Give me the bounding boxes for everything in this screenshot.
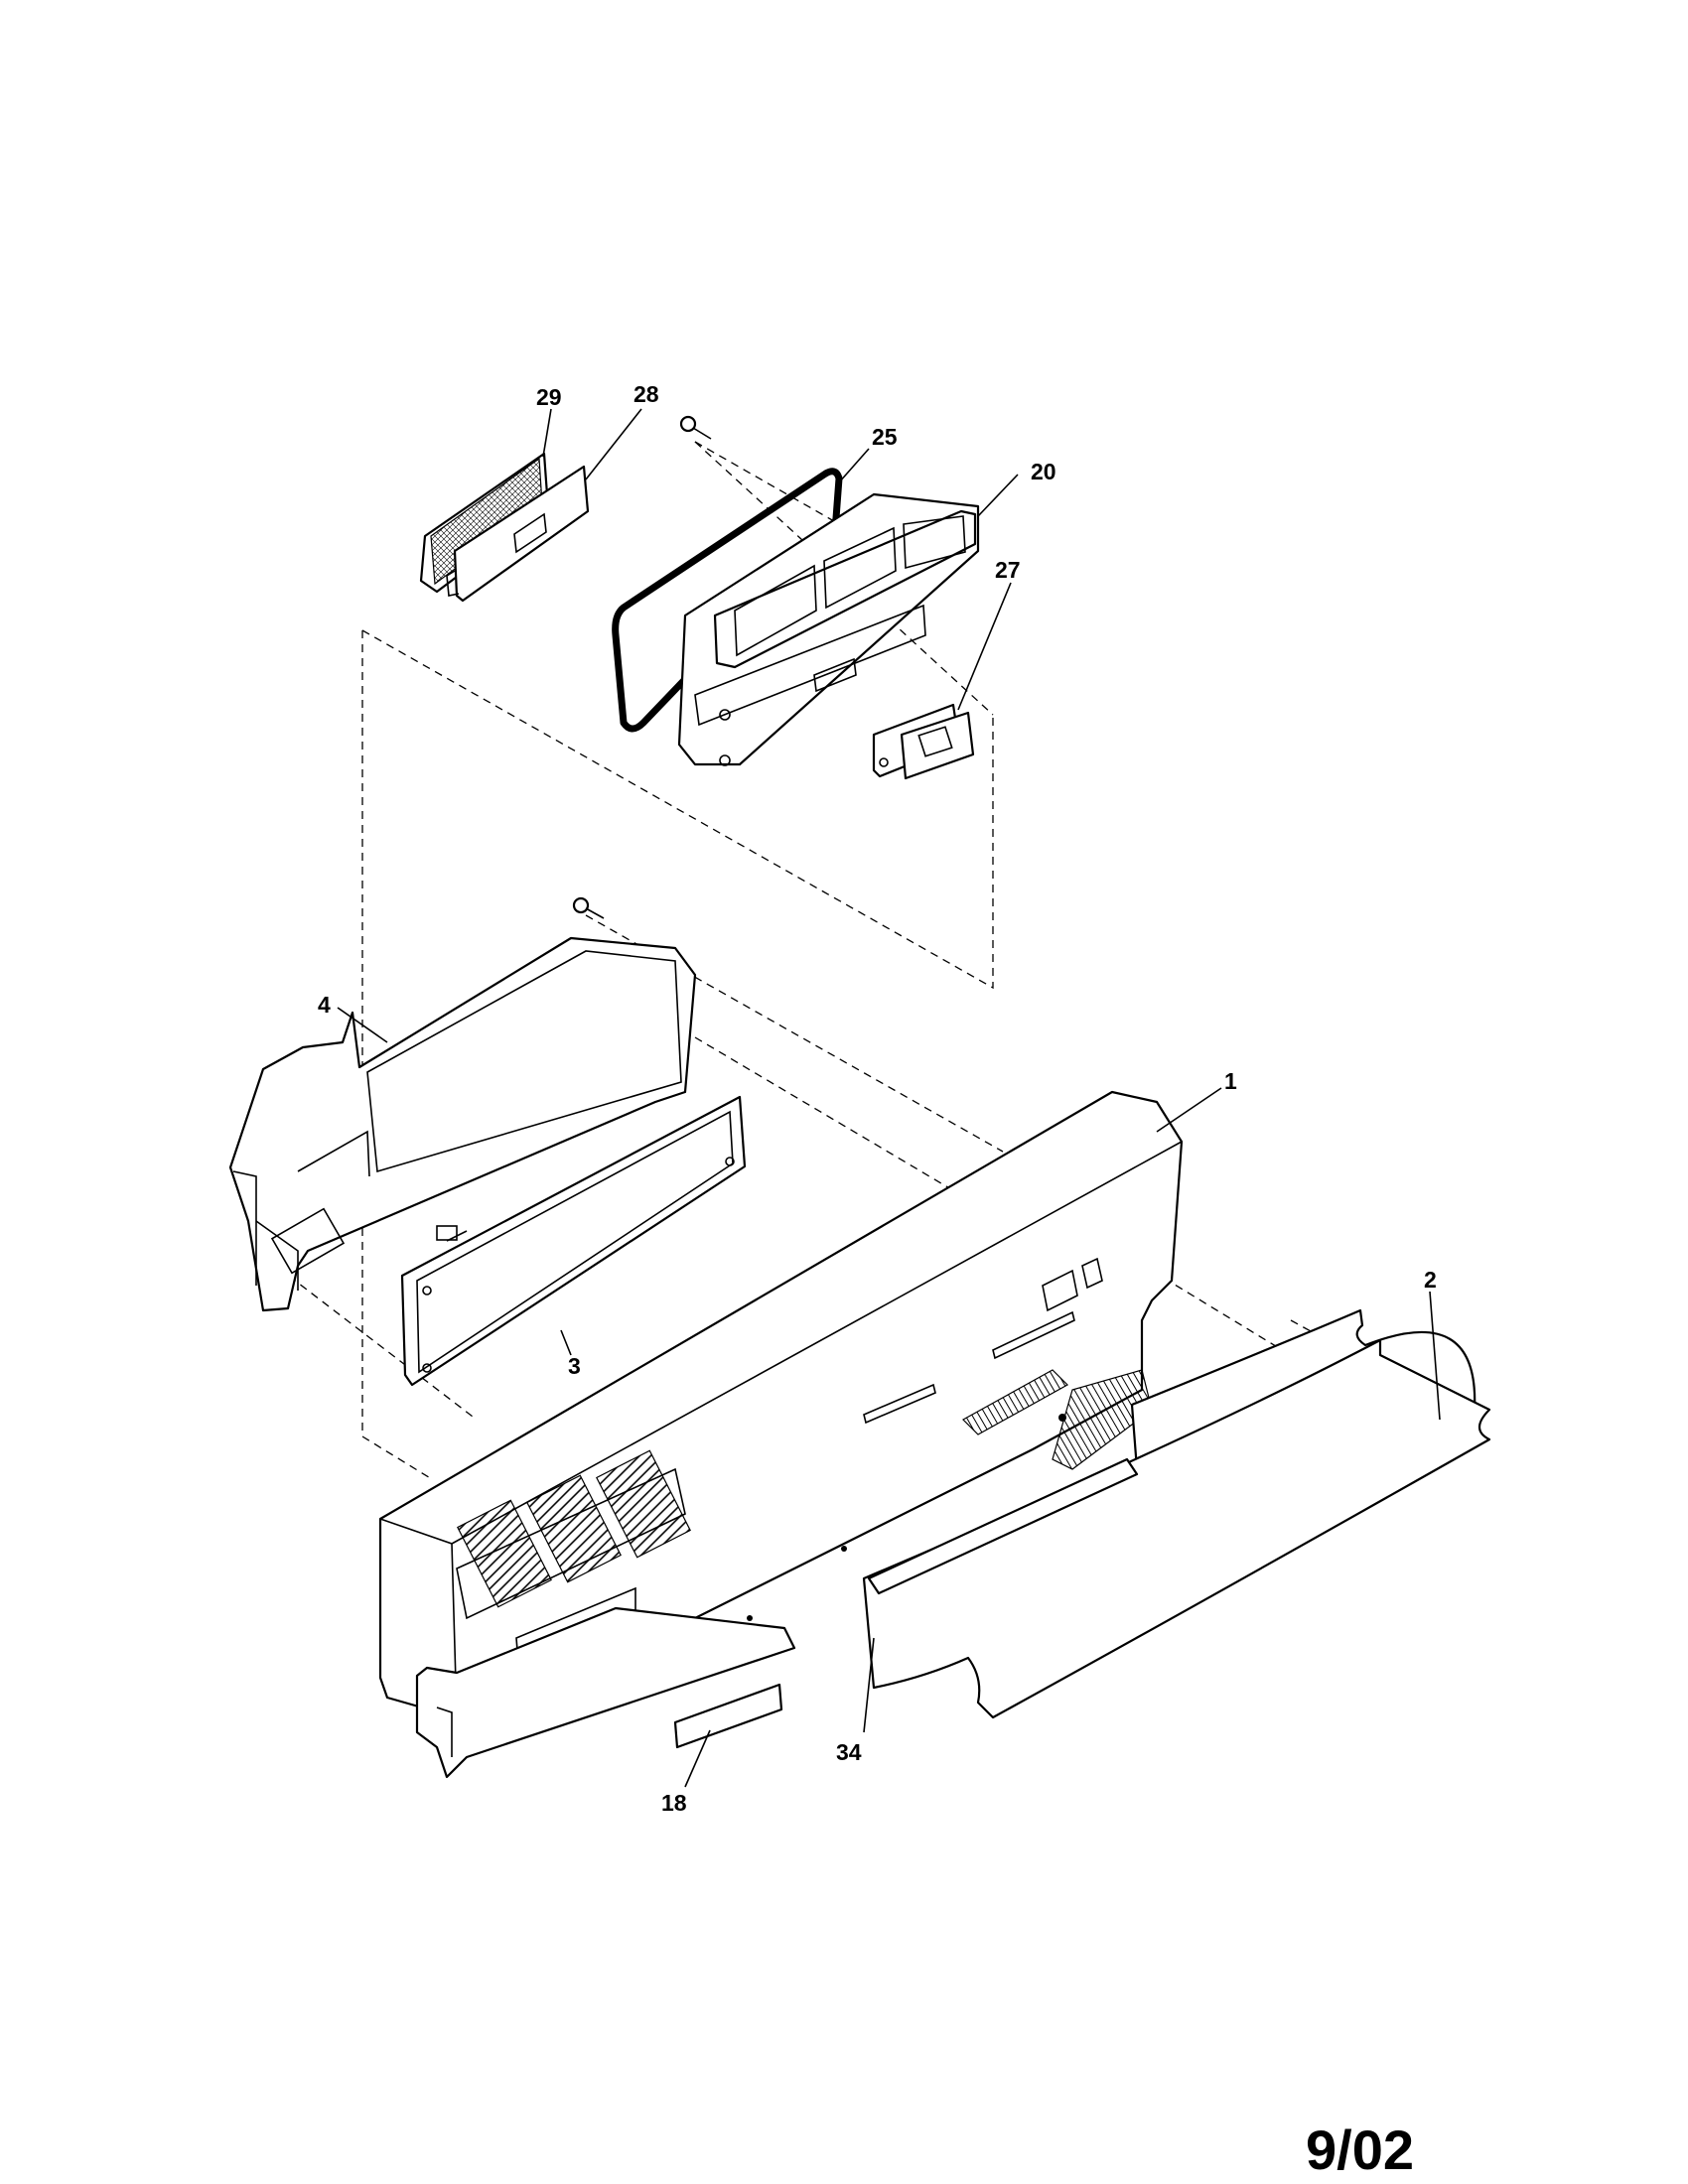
callout-29: 29 [536, 384, 562, 410]
callout-25: 25 [872, 424, 898, 450]
callout-34: 34 [836, 1739, 862, 1765]
insulation-part [867, 1457, 1139, 1595]
filter-housing-part [677, 492, 980, 766]
callout-27: 27 [995, 557, 1021, 583]
overlay-strip-part [862, 1308, 1491, 1719]
date-code: 9/02 [1306, 2118, 1414, 2181]
duct-housing-part [228, 936, 697, 1312]
callout-labels: 29 28 25 20 27 4 1 2 3 34 18 [318, 381, 1437, 1816]
callout-2: 2 [1424, 1267, 1437, 1293]
callout-3: 3 [568, 1353, 581, 1379]
callout-4: 4 [318, 992, 331, 1018]
lower-trim-part [415, 1606, 796, 1779]
control-board-part [400, 1095, 747, 1387]
label-part [673, 1683, 783, 1749]
switch-part [872, 703, 975, 780]
filter-cover-part [446, 465, 590, 603]
callout-1: 1 [1224, 1068, 1237, 1094]
control-panel-part [378, 1090, 1248, 1719]
screw-icon [679, 415, 712, 440]
callout-20: 20 [1031, 459, 1056, 484]
callout-28: 28 [633, 381, 659, 407]
screw-icon [572, 896, 605, 919]
callout-18: 18 [661, 1790, 687, 1816]
callout-leaders [337, 408, 1441, 1788]
